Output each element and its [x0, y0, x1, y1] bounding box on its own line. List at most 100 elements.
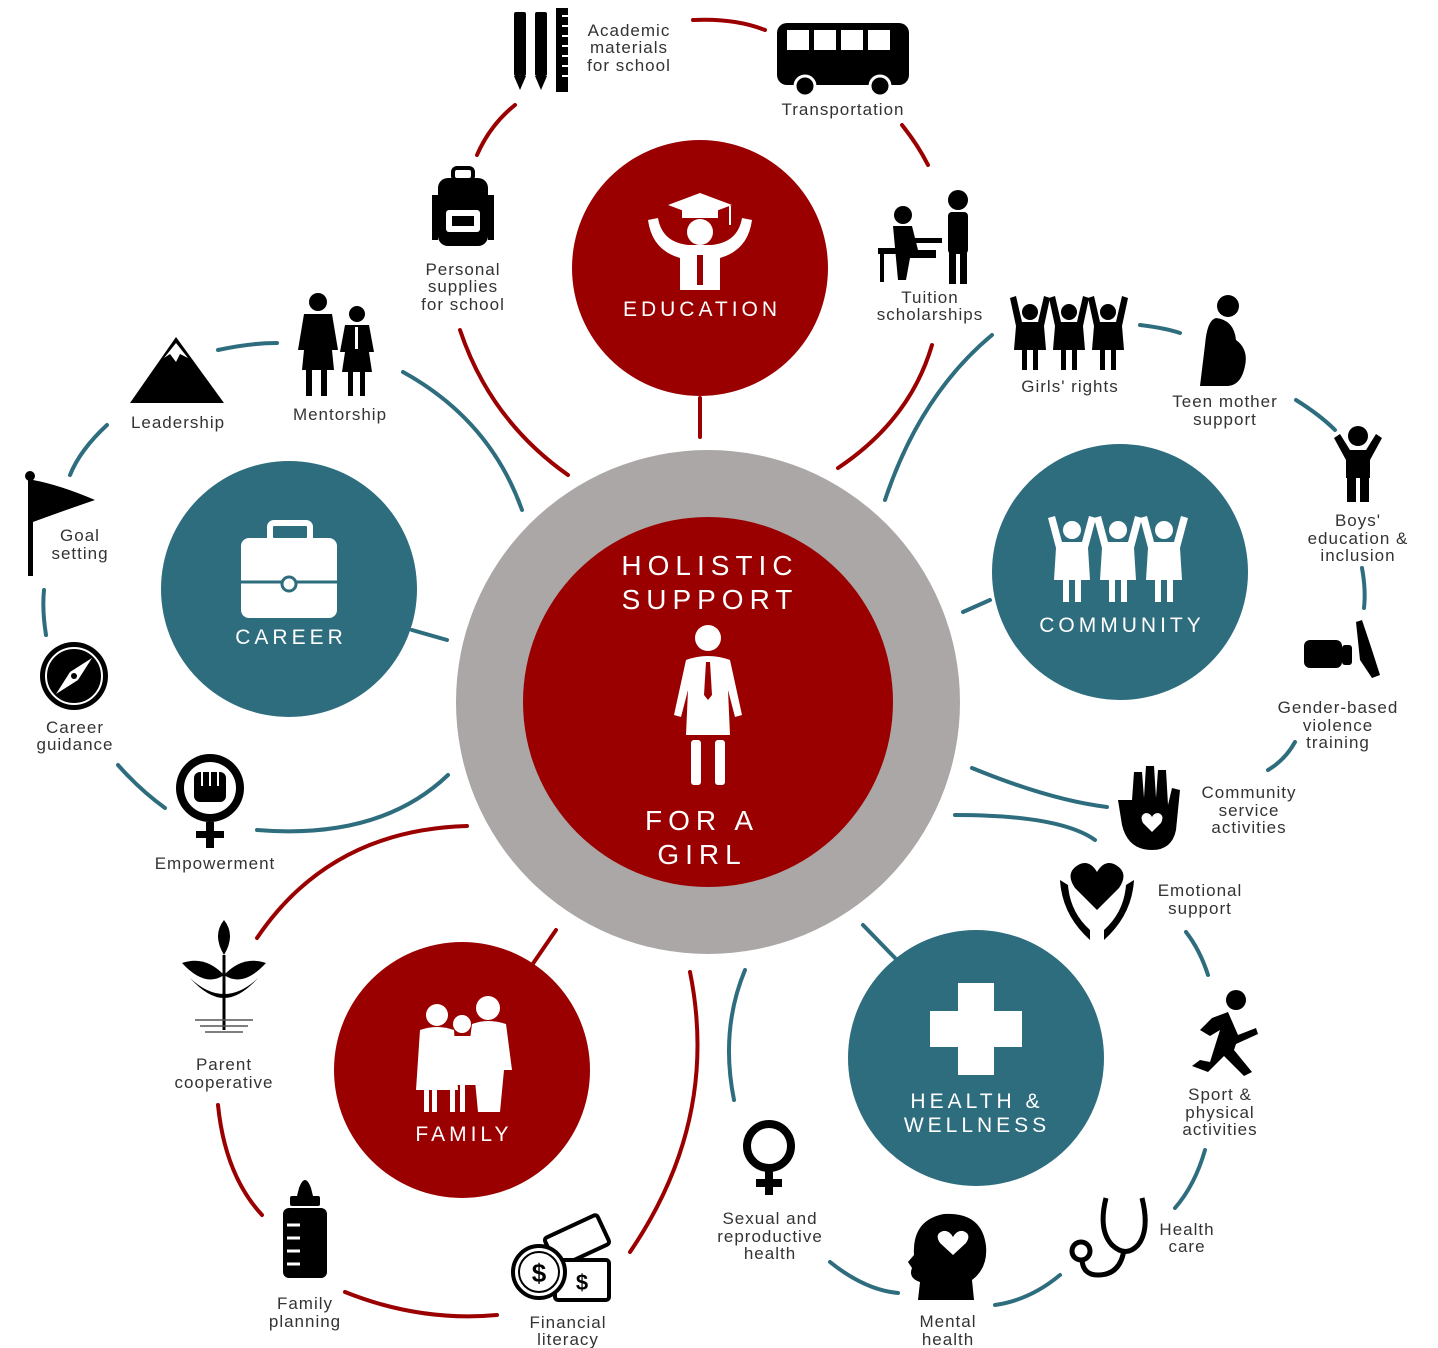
emotional-support-label-1: Emotional	[1158, 881, 1243, 900]
career-guidance-label-1: Career	[46, 718, 104, 737]
bus-icon	[777, 23, 909, 98]
mentor-pair-icon	[298, 293, 374, 396]
family-hub: FAMILY	[334, 942, 590, 1198]
sprout-icon	[182, 920, 266, 1033]
community-service-label-3: activities	[1211, 818, 1286, 837]
center-title-line1: HOLISTIC	[621, 550, 798, 581]
academic-materials-label-2: materials	[590, 38, 668, 57]
personal-supplies-label-3: for school	[421, 295, 505, 314]
hands-heart-icon	[1060, 863, 1134, 940]
career-hub: CAREER	[161, 461, 417, 717]
gbv-label-1: Gender-based	[1278, 698, 1399, 717]
stethoscope-icon	[1069, 1197, 1148, 1278]
flag-icon	[25, 471, 95, 576]
boys-education-item: Boys' education & inclusion	[1308, 426, 1407, 565]
sport-label-2: physical	[1185, 1103, 1254, 1122]
career-title: CAREER	[235, 626, 347, 649]
career-guidance-label-2: guidance	[36, 735, 113, 754]
health-title-line1: HEALTH &	[910, 1090, 1043, 1113]
community-title: COMMUNITY	[1039, 614, 1205, 637]
center-title-line3: FOR A	[645, 805, 759, 836]
female-symbol-icon	[743, 1120, 795, 1195]
girl-icon	[674, 625, 742, 785]
health-care-label-2: care	[1168, 1237, 1205, 1256]
tutor-icon	[878, 190, 968, 284]
stop-violence-hand-icon	[1304, 620, 1380, 678]
financial-literacy-item: $ $ Financial literacy	[511, 1213, 612, 1348]
sexual-health-label-2: reproductive	[717, 1227, 823, 1246]
mentorship-label: Mentorship	[293, 405, 387, 424]
mentorship-item: Mentorship	[293, 293, 387, 424]
leadership-item: Leadership	[130, 337, 225, 432]
health-care-label-1: Health	[1159, 1220, 1214, 1239]
girls-raising-hands-icon	[1010, 296, 1128, 370]
center-hub: HOLISTIC SUPPORT FOR A GIRL	[456, 450, 960, 954]
health-title-line2: WELLNESS	[904, 1114, 1050, 1137]
mental-health-label-1: Mental	[919, 1312, 976, 1331]
community-hub: COMMUNITY	[992, 444, 1248, 700]
goal-setting-label-2: setting	[51, 544, 108, 563]
teen-mother-item: Teen mother support	[1172, 295, 1278, 429]
family-planning-item: Family planning	[269, 1180, 341, 1331]
family-title: FAMILY	[415, 1123, 512, 1146]
svg-text:$: $	[532, 1258, 547, 1288]
community-service-label-1: Community	[1202, 783, 1297, 802]
head-heart-icon	[908, 1213, 987, 1300]
leadership-label: Leadership	[131, 413, 225, 432]
parent-cooperative-item: Parent cooperative	[175, 920, 274, 1092]
center-title-line4: GIRL	[657, 839, 746, 870]
svg-text:$: $	[576, 1270, 588, 1295]
academic-materials-label-1: Academic	[588, 21, 671, 40]
personal-supplies-label-1: Personal	[425, 260, 500, 279]
emotional-support-item: Emotional support	[1060, 863, 1243, 940]
teen-mother-label-2: support	[1193, 410, 1257, 429]
runner-icon	[1192, 990, 1258, 1076]
health-care-item: Health care	[1069, 1197, 1214, 1278]
sexual-health-label-1: Sexual and	[722, 1209, 817, 1228]
education-hub: EDUCATION	[572, 140, 828, 396]
sport-label-1: Sport &	[1188, 1085, 1252, 1104]
family-icon	[416, 996, 512, 1112]
tuition-item: Tuition scholarships	[877, 190, 984, 324]
gbv-training-item: Gender-based violence training	[1278, 620, 1399, 752]
family-planning-label-1: Family	[277, 1294, 333, 1313]
family-planning-label-2: planning	[269, 1312, 341, 1331]
sexual-health-label-3: health	[744, 1244, 796, 1263]
empowerment-item: Empowerment	[155, 754, 276, 873]
medical-cross-icon	[930, 983, 1022, 1075]
backpack-icon	[432, 166, 494, 246]
emotional-support-label-2: support	[1168, 899, 1232, 918]
fist-female-symbol-icon	[176, 754, 244, 848]
pregnant-woman-icon	[1200, 295, 1246, 386]
teen-mother-label-1: Teen mother	[1172, 392, 1278, 411]
health-hub: HEALTH & WELLNESS	[848, 930, 1104, 1186]
empowerment-label: Empowerment	[155, 854, 276, 873]
sport-label-3: activities	[1182, 1120, 1257, 1139]
boys-education-label-1: Boys'	[1335, 511, 1381, 530]
gbv-label-2: violence	[1303, 716, 1373, 735]
mountain-icon	[130, 337, 224, 403]
tuition-label-2: scholarships	[877, 305, 984, 324]
financial-literacy-label-2: literacy	[537, 1330, 599, 1348]
hand-heart-icon	[1118, 766, 1180, 850]
financial-literacy-label-1: Financial	[529, 1313, 606, 1332]
gbv-label-3: training	[1306, 733, 1370, 752]
mental-health-item: Mental health	[908, 1213, 987, 1348]
tuition-label-1: Tuition	[901, 288, 958, 307]
sexual-health-item: Sexual and reproductive health	[717, 1120, 823, 1263]
pens-ruler-icon	[514, 8, 568, 92]
education-title: EDUCATION	[623, 298, 781, 321]
parent-cooperative-label-2: cooperative	[175, 1073, 274, 1092]
girls-rights-label: Girls' rights	[1021, 377, 1118, 396]
boys-education-label-3: inclusion	[1320, 546, 1395, 565]
transportation-label: Transportation	[782, 100, 905, 119]
goal-setting-label-1: Goal	[60, 526, 100, 545]
personal-supplies-label-2: supplies	[428, 277, 498, 296]
academic-materials-item: Academic materials for school	[514, 8, 671, 92]
transportation-item: Transportation	[777, 23, 909, 119]
connector-arcs	[41, 17, 1367, 1319]
girls-rights-item: Girls' rights	[1010, 296, 1128, 396]
academic-materials-label-3: for school	[587, 56, 671, 75]
personal-supplies-item: Personal supplies for school	[421, 166, 505, 314]
